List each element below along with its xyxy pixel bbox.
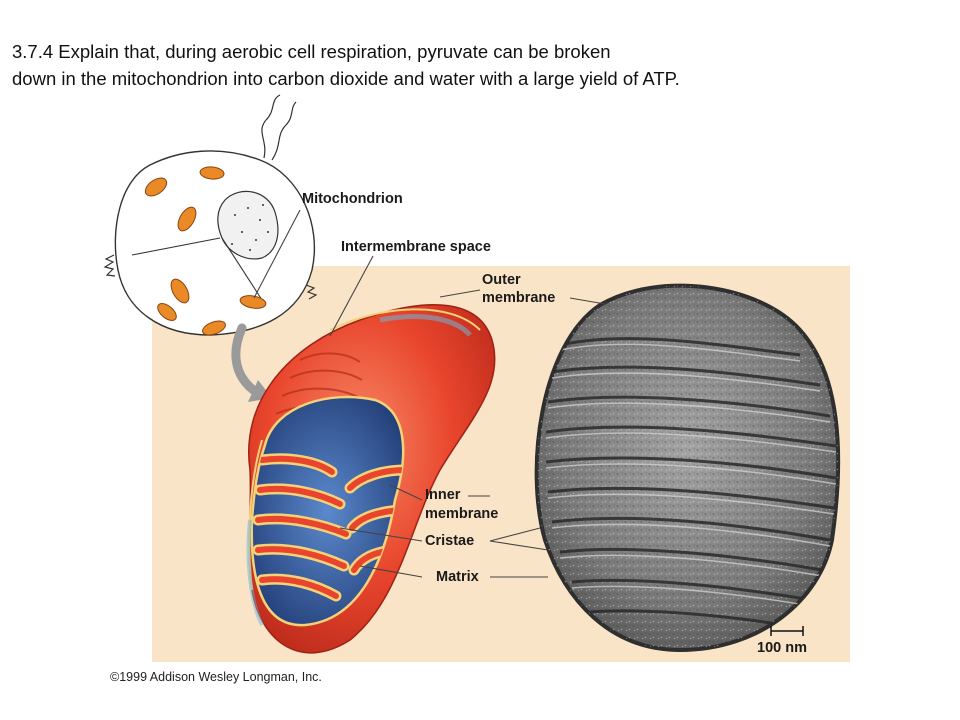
label-matrix: Matrix (436, 569, 479, 585)
electron-micrograph (534, 283, 841, 653)
scale-bar (770, 626, 804, 636)
copyright-notice: ©1999 Addison Wesley Longman, Inc. (110, 670, 322, 684)
mitochondrion-cutaway (246, 304, 496, 654)
label-inner-membrane-line1: Inner (425, 487, 461, 503)
slide-heading: 3.7.4 Explain that, during aerobic cell … (12, 38, 942, 92)
label-leader-lines (253, 209, 606, 578)
label-outer-membrane-line2: membrane (482, 290, 556, 306)
heading-line-1: 3.7.4 Explain that, during aerobic cell … (12, 41, 611, 62)
cell-sketch (103, 94, 318, 402)
label-mitochondrion: Mitochondrion (302, 191, 403, 207)
label-outer-membrane-line1: Outer (482, 272, 521, 288)
scale-bar-label: 100 nm (757, 640, 807, 656)
label-cristae: Cristae (425, 533, 475, 549)
label-intermembrane-space: Intermembrane space (341, 239, 491, 255)
heading-line-2: down in the mitochondrion into carbon di… (12, 68, 680, 89)
label-inner-membrane-line2: membrane (425, 506, 499, 522)
